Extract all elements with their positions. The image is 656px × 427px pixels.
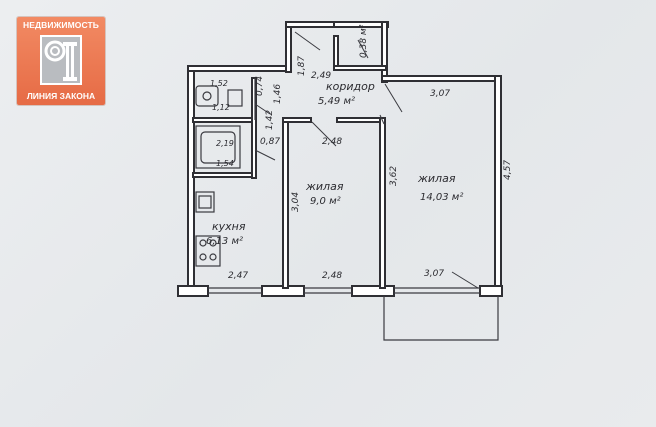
partition-kitchen-top (192, 172, 256, 178)
partition-room-top-right (336, 117, 386, 123)
dim-307-bottom: 3,07 (424, 269, 444, 279)
partition-rooms (379, 117, 386, 289)
wall-bottom-3 (351, 285, 395, 297)
dim-154: 1,54 (216, 159, 234, 168)
bathtub (195, 125, 241, 169)
kitchen-area: 6,13 м² (206, 236, 243, 247)
partition-bath-right (251, 77, 257, 179)
wall-top-right (381, 75, 501, 82)
dim-249: 2,49 (311, 71, 331, 81)
corridor-label: коридор (326, 80, 375, 93)
dim-247: 2,47 (228, 271, 248, 281)
room-large-label: жилая (417, 172, 456, 185)
dim-304: 3,04 (291, 192, 301, 212)
sink-bath (227, 89, 243, 107)
room-small-area: 9,0 м² (310, 196, 341, 207)
partition-bath (192, 117, 256, 123)
logo-bottom-text: ЛИНИЯ ЗАКОНА (26, 91, 96, 101)
fixtures (195, 78, 256, 267)
kitchen-sink (195, 191, 215, 213)
stove (195, 235, 221, 267)
wall-bottom-4 (479, 285, 503, 297)
closet-area: 0,38 м² (359, 24, 369, 58)
dim-112: 1,12 (212, 103, 230, 112)
partition-kitchen-room (282, 119, 289, 289)
room-large-area: 14,03 м² (420, 192, 463, 203)
wall-closet-right (381, 21, 388, 83)
column-emblem-icon (40, 35, 82, 85)
dim-362: 3,62 (389, 166, 399, 186)
wall-bottom-1 (177, 285, 209, 297)
dim-074: 0,74 (255, 76, 265, 96)
wall-corridor-left (285, 21, 292, 73)
kitchen-label: кухня (212, 220, 246, 233)
wall-right-outer (494, 75, 502, 289)
balcony (383, 296, 499, 341)
wall-corridor-top (285, 21, 335, 28)
wall-top-left (187, 65, 289, 72)
dim-142: 1,42 (265, 110, 275, 130)
room-small-label: жилая (305, 180, 344, 193)
corridor-area: 5,49 м² (318, 96, 355, 107)
dim-152: 1,52 (210, 79, 228, 88)
dim-457: 4,57 (503, 160, 513, 180)
windows (208, 287, 480, 294)
dimensions: 2,49 1,87 3,07 4,57 2,48 2,48 3,62 3,04 … (210, 56, 513, 281)
logo-top-text: НЕДВИЖИМОСТЬ (22, 20, 100, 30)
closet-left (333, 35, 339, 71)
dim-307: 3,07 (430, 89, 450, 99)
toilet (195, 85, 219, 107)
closet-bottom (333, 65, 387, 71)
dim-087: 0,87 (260, 137, 280, 147)
dim-248-bottom: 2,48 (322, 271, 342, 281)
dim-248-top: 2,48 (322, 137, 342, 147)
partition-room-top-left (282, 117, 312, 123)
agency-logo[interactable]: НЕДВИЖИМОСТЬ ЛИНИЯ ЗАКОНА (17, 17, 105, 105)
walls (177, 21, 503, 297)
doors (254, 31, 479, 289)
dim-187: 1,87 (297, 56, 307, 76)
dim-146: 1,46 (273, 84, 283, 104)
dim-219: 2,19 (216, 139, 234, 148)
